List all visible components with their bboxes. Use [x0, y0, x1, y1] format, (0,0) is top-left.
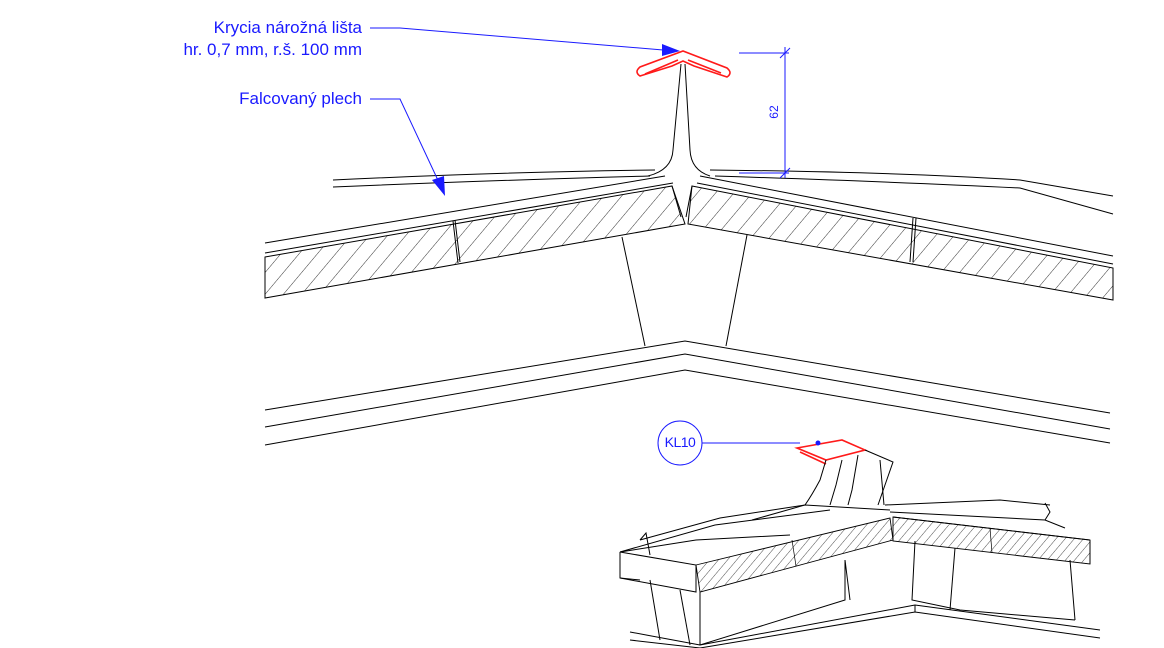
- leader-seamed-sheet: [370, 98, 445, 196]
- cover-strip-label-line2: hr. 0,7 mm, r.š. 100 mm: [183, 40, 362, 59]
- dimension-62-label: 62: [767, 105, 781, 119]
- cover-strip-label: Krycia nárožná lišta hr. 0,7 mm, r.š. 10…: [140, 17, 362, 61]
- left-board-hatch: [264, 185, 686, 299]
- leader-cover-strip: [370, 27, 680, 56]
- ridge-section: [264, 50, 1114, 446]
- seamed-sheet-label: Falcovaný plech: [160, 88, 362, 110]
- dimension-62: [739, 47, 791, 179]
- detail-tag-label: KL10: [664, 434, 696, 450]
- right-board-hatch: [687, 185, 1114, 301]
- isometric-detail: [619, 439, 1101, 648]
- detail-tag: [657, 420, 800, 466]
- seamed-sheet-label-text: Falcovaný plech: [239, 89, 362, 108]
- cover-strip-label-line1: Krycia nárožná lišta: [213, 18, 362, 37]
- cover-strip: [636, 50, 731, 78]
